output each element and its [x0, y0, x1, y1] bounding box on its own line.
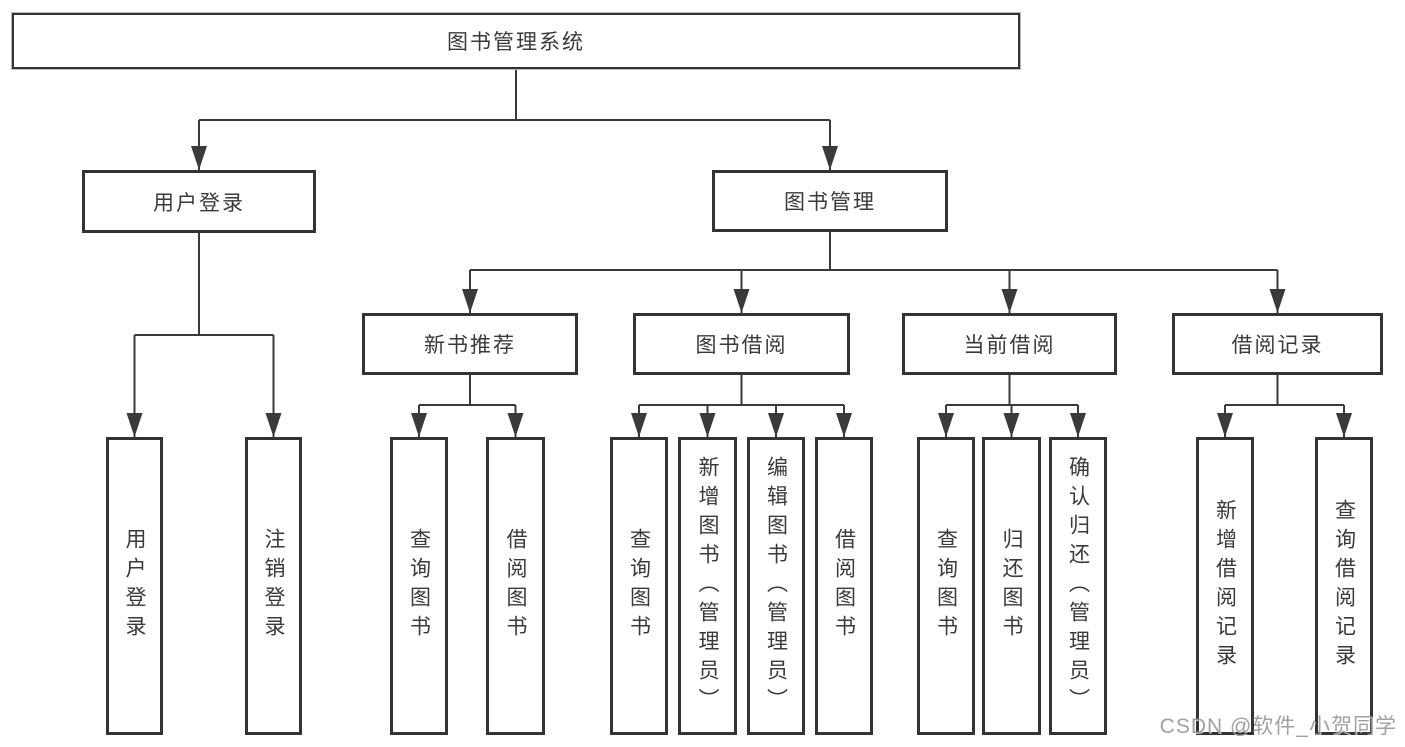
node-library-management-system: 图书管理系统 — [12, 13, 1020, 69]
leaf-logout: 注销登录 — [245, 437, 302, 735]
connector-book-borrowing-to-leaves — [631, 375, 852, 437]
leaf-add-books-admin: 新增图书（管理员） — [678, 437, 737, 735]
node-new-book-recommend: 新书推荐 — [362, 313, 578, 375]
leaf-edit-books-admin: 编辑图书（管理员） — [747, 437, 805, 735]
leaf-borrow-books-recommend: 借阅图书 — [486, 437, 545, 735]
node-user-login: 用户登录 — [82, 170, 316, 233]
csdn-watermark: CSDN @软件_小贺同学 — [1159, 715, 1397, 738]
node-borrowing-records: 借阅记录 — [1172, 313, 1383, 375]
leaf-confirm-return-admin: 确认归还（管理员） — [1049, 437, 1107, 735]
connector-new-book-recommend-to-leaves — [411, 375, 524, 437]
leaf-query-borrow-record: 查询借阅记录 — [1315, 437, 1373, 735]
leaf-query-books-recommend: 查询图书 — [390, 437, 448, 735]
leaf-query-books-current: 查询图书 — [917, 437, 975, 735]
leaf-query-books-borrowing: 查询图书 — [610, 437, 668, 735]
connector-book-management-to-level3 — [462, 232, 1286, 313]
node-book-borrowing: 图书借阅 — [633, 313, 850, 375]
leaf-return-books: 归还图书 — [982, 437, 1041, 735]
leaf-user-login: 用户登录 — [106, 437, 163, 735]
connector-current-borrowing-to-leaves — [938, 375, 1086, 437]
connector-root-to-level2 — [191, 69, 838, 170]
node-book-management: 图书管理 — [712, 170, 948, 232]
leaf-add-borrow-record: 新增借阅记录 — [1196, 437, 1254, 735]
connector-borrowing-records-to-leaves — [1217, 375, 1352, 437]
node-current-borrowing: 当前借阅 — [902, 313, 1117, 375]
leaf-borrow-books: 借阅图书 — [815, 437, 873, 735]
connector-user-login-to-leaves — [126, 233, 282, 437]
